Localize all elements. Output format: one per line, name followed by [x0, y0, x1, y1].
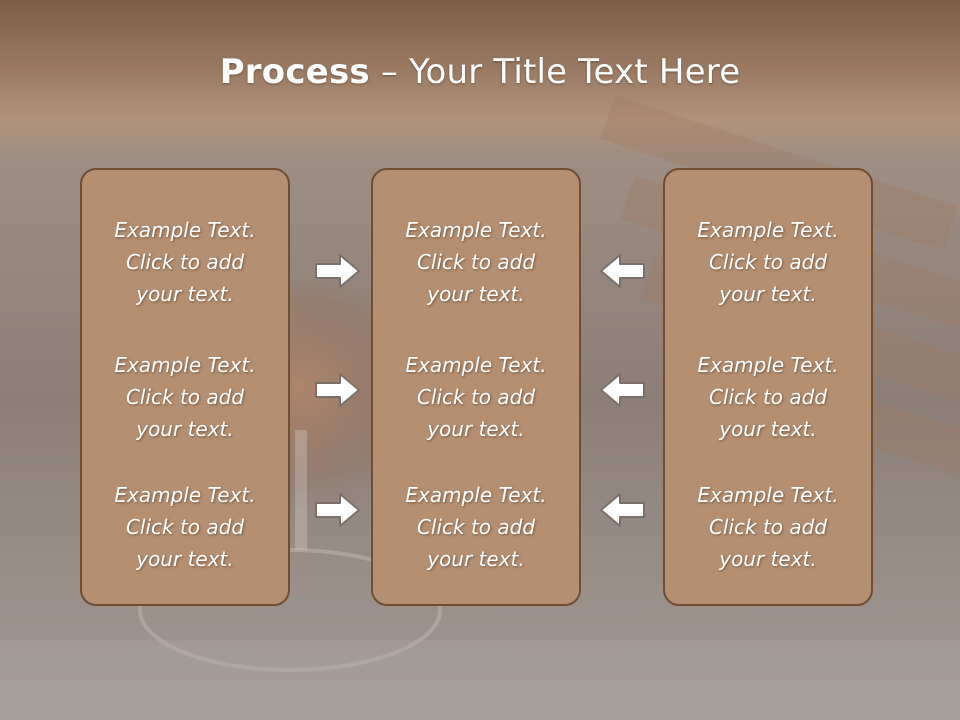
- text-line: Example Text.: [405, 353, 547, 377]
- text-line: Click to add: [125, 515, 245, 539]
- text-line: Click to add: [708, 515, 828, 539]
- slide-title[interactable]: Process – Your Title Text Here: [0, 52, 960, 92]
- text-line: Click to add: [416, 515, 536, 539]
- arrow-right-icon: [315, 254, 360, 288]
- process-card-left[interactable]: Example Text. Click to add your text. Ex…: [80, 168, 290, 606]
- text-line: your text.: [719, 282, 817, 306]
- card-text-block[interactable]: Example Text. Click to add your text.: [82, 214, 288, 310]
- card-text-block[interactable]: Example Text. Click to add your text.: [665, 214, 871, 310]
- text-line: Click to add: [125, 250, 245, 274]
- text-line: your text.: [719, 547, 817, 571]
- text-line: Example Text.: [405, 483, 547, 507]
- process-card-center[interactable]: Example Text. Click to add your text. Ex…: [371, 168, 581, 606]
- text-line: Click to add: [708, 250, 828, 274]
- arrow-right-icon: [315, 373, 360, 407]
- text-line: Example Text.: [114, 353, 256, 377]
- card-text-block[interactable]: Example Text. Click to add your text.: [373, 479, 579, 575]
- slide-title-rest: – Your Title Text Here: [369, 52, 741, 92]
- process-card-right[interactable]: Example Text. Click to add your text. Ex…: [663, 168, 873, 606]
- arrow-right-icon: [315, 493, 360, 527]
- card-text-block[interactable]: Example Text. Click to add your text.: [82, 479, 288, 575]
- arrow-left-icon: [600, 493, 645, 527]
- text-line: your text.: [136, 282, 234, 306]
- text-line: Click to add: [708, 385, 828, 409]
- arrow-left-icon: [600, 254, 645, 288]
- text-line: your text.: [136, 547, 234, 571]
- slide-title-bold: Process: [219, 52, 370, 92]
- text-line: Example Text.: [405, 218, 547, 242]
- text-line: Example Text.: [697, 218, 839, 242]
- card-text-block[interactable]: Example Text. Click to add your text.: [665, 349, 871, 445]
- arrow-left-icon: [600, 373, 645, 407]
- text-line: Click to add: [125, 385, 245, 409]
- text-line: Click to add: [416, 250, 536, 274]
- text-line: Click to add: [416, 385, 536, 409]
- card-text-block[interactable]: Example Text. Click to add your text.: [82, 349, 288, 445]
- text-line: Example Text.: [114, 483, 256, 507]
- card-text-block[interactable]: Example Text. Click to add your text.: [373, 349, 579, 445]
- text-line: Example Text.: [697, 353, 839, 377]
- text-line: your text.: [427, 547, 525, 571]
- card-text-block[interactable]: Example Text. Click to add your text.: [373, 214, 579, 310]
- text-line: your text.: [136, 417, 234, 441]
- text-line: your text.: [427, 417, 525, 441]
- card-text-block[interactable]: Example Text. Click to add your text.: [665, 479, 871, 575]
- text-line: your text.: [427, 282, 525, 306]
- text-line: your text.: [719, 417, 817, 441]
- text-line: Example Text.: [697, 483, 839, 507]
- text-line: Example Text.: [114, 218, 256, 242]
